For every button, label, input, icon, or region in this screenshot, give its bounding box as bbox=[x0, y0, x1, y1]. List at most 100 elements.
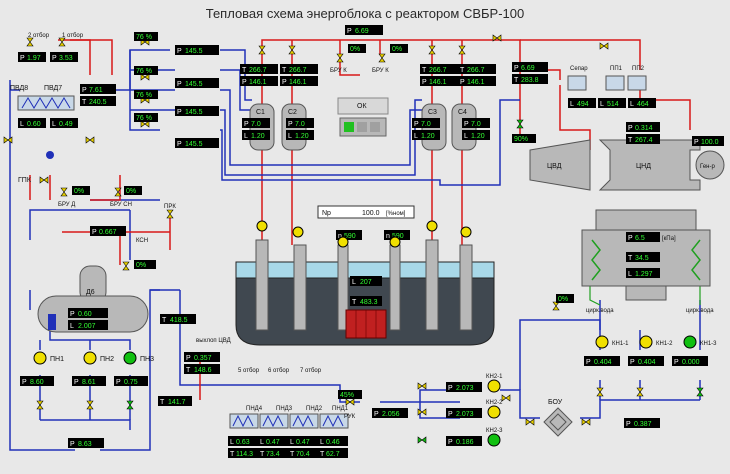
bru-k-1[interactable]: 0% БРУ К bbox=[330, 44, 366, 74]
reactor-pump-icon-4[interactable] bbox=[389, 236, 401, 248]
ruk-label: РУК bbox=[344, 414, 356, 420]
sg3-valve[interactable] bbox=[428, 45, 436, 55]
turbine-control-valve[interactable] bbox=[516, 119, 524, 129]
bou-out-valve[interactable] bbox=[581, 418, 591, 426]
ext1-valve[interactable] bbox=[58, 37, 66, 47]
pvd-drain-valve-2[interactable] bbox=[85, 136, 95, 144]
condenser-t-value: 34.5 bbox=[635, 255, 649, 262]
p7-readout bbox=[50, 52, 78, 62]
generator bbox=[695, 150, 725, 180]
svg-text:T: T bbox=[186, 367, 191, 374]
svg-text:T: T bbox=[460, 67, 465, 74]
svg-text:P: P bbox=[288, 121, 293, 128]
svg-text:L: L bbox=[630, 101, 634, 108]
l8-value: 0.60 bbox=[27, 121, 41, 128]
svg-text:P: P bbox=[460, 79, 465, 86]
svg-text:L: L bbox=[230, 439, 234, 446]
svg-text:464: 464 bbox=[637, 101, 649, 108]
feed-valve-1[interactable]: 76 % P 145.5 bbox=[134, 32, 219, 55]
ruk-pct: 45% bbox=[340, 392, 354, 399]
bru-d-valve[interactable] bbox=[60, 187, 68, 197]
svg-text:P: P bbox=[347, 28, 352, 35]
svg-text:145.5: 145.5 bbox=[185, 109, 203, 116]
pp-steam-valve[interactable] bbox=[599, 42, 609, 50]
deaerator-valve[interactable] bbox=[122, 261, 130, 271]
svg-text:70.4: 70.4 bbox=[296, 451, 310, 458]
sg1-valve[interactable] bbox=[258, 45, 266, 55]
svg-text:L: L bbox=[628, 271, 632, 278]
svg-text:L: L bbox=[52, 121, 56, 128]
feed-valve-3[interactable]: 76 % P 145.5 bbox=[134, 90, 219, 116]
bru-k-2[interactable]: 0% БРУ К bbox=[372, 44, 408, 74]
sg4-valve[interactable] bbox=[458, 45, 466, 55]
svg-text:T: T bbox=[242, 67, 247, 74]
reactor-pump-icon-6[interactable] bbox=[460, 226, 472, 238]
prk-label: ПРК bbox=[164, 204, 176, 210]
svg-text:С4: С4 bbox=[458, 109, 467, 116]
np-unit: [%ном] bbox=[386, 211, 406, 217]
feed-valve-4[interactable]: 76 % P 145.5 bbox=[134, 113, 219, 148]
reactor-pump-icon-1[interactable] bbox=[256, 220, 268, 232]
bru-sn-pct: 0% bbox=[126, 188, 136, 195]
reactor-pump-icon-5[interactable] bbox=[426, 220, 438, 232]
svg-text:7.0: 7.0 bbox=[295, 121, 305, 128]
svg-text:ПН2: ПН2 bbox=[100, 356, 114, 363]
svg-text:P: P bbox=[628, 235, 633, 242]
kn2-1-valve[interactable] bbox=[417, 382, 427, 390]
svg-text:P: P bbox=[74, 379, 79, 386]
reactor-pump-icon-2[interactable] bbox=[292, 226, 304, 238]
pn-p-out-value: 8.63 bbox=[78, 441, 92, 448]
water-pipes bbox=[9, 49, 701, 451]
pump-n1-value: 590 bbox=[344, 233, 356, 240]
prk-valve[interactable] bbox=[166, 209, 174, 219]
sg2-valve[interactable] bbox=[288, 45, 296, 55]
kn2-out-valve[interactable] bbox=[501, 394, 511, 402]
pvd-drain-valve-1[interactable] bbox=[3, 136, 13, 144]
feed-valve-2[interactable]: 76 % P 145.5 bbox=[134, 66, 219, 88]
pnd-t-in: 141.7 bbox=[168, 399, 186, 406]
pp2-label: ПП2 bbox=[632, 66, 645, 72]
kn1-recirc-valve[interactable] bbox=[552, 301, 560, 311]
svg-text:P: P bbox=[177, 48, 182, 55]
svg-text:1.20: 1.20 bbox=[421, 133, 435, 140]
ext2-valve[interactable] bbox=[26, 37, 34, 47]
ruk-valve[interactable] bbox=[345, 398, 355, 406]
kn2-2-valve[interactable] bbox=[417, 408, 427, 416]
turbine-t-in: 283.8 bbox=[521, 77, 539, 84]
ok-indicator-green[interactable] bbox=[344, 122, 354, 132]
pvd-heater-body bbox=[17, 95, 75, 111]
svg-text:P: P bbox=[414, 121, 419, 128]
svg-text:T: T bbox=[290, 451, 295, 458]
generator-value: 100.0 bbox=[701, 139, 719, 146]
svg-text:266.7: 266.7 bbox=[249, 67, 267, 74]
kn2-3-valve[interactable] bbox=[417, 436, 427, 444]
ok-indicator-gray1[interactable] bbox=[357, 122, 367, 132]
svg-text:P: P bbox=[586, 359, 591, 366]
ok-indicator-gray2[interactable] bbox=[370, 122, 380, 132]
svg-text:P: P bbox=[694, 139, 699, 146]
condenser-l-value: 1.297 bbox=[635, 271, 653, 278]
svg-text:P: P bbox=[374, 411, 379, 418]
bou-in-valve[interactable] bbox=[525, 418, 535, 426]
gpk-valve[interactable] bbox=[39, 176, 49, 184]
np-label: Np bbox=[322, 210, 331, 217]
svg-text:ЦВД: ЦВД bbox=[547, 163, 562, 170]
reactor-temp-value: 483.3 bbox=[360, 299, 378, 306]
svg-text:P: P bbox=[628, 125, 633, 132]
reactor-pump-icon-3[interactable] bbox=[337, 236, 349, 248]
